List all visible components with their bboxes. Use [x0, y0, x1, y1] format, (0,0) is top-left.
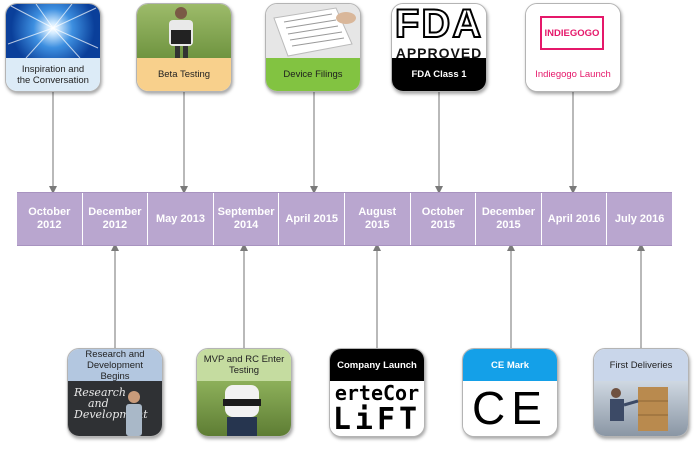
indiegogo-logo-text: INDIEGOGO [540, 16, 604, 50]
milestone-card-ce-mark: CE Mark CE [462, 348, 558, 437]
milestone-card-research: Research and Development Begins Research… [67, 348, 163, 437]
person-icon [126, 391, 142, 436]
delivery-person-icon [610, 387, 668, 431]
timeline-segment: April 2016 [542, 193, 608, 245]
person-icon [169, 7, 193, 58]
chalkboard-line: Development [74, 408, 148, 421]
document-icon [273, 7, 356, 57]
milestone-label: Indiegogo Launch [526, 58, 620, 91]
milestone-label: First Deliveries [594, 349, 688, 381]
milestone-card-beta-testing: Beta Testing [136, 3, 232, 92]
milestone-label: MVP and RC Enter Testing [197, 349, 291, 381]
beta-tester-photo [137, 4, 231, 58]
fda-logo: FDA APPROVED [392, 3, 486, 61]
milestone-card-indiegogo: INDIEGOGO Indiegogo Launch [525, 3, 621, 92]
timeline-segment: July 2016 [614, 212, 665, 225]
milestone-label: CE Mark [463, 349, 557, 381]
company-logo-bottom: LiFT [332, 402, 422, 437]
company-logo-top: erteCor [334, 381, 420, 405]
milestone-card-inspiration: Inspiration and the Conversation [5, 3, 101, 92]
delivery-photo [594, 381, 688, 436]
timeline-segment: December 2012 [83, 193, 149, 245]
mvp-tester-photo [197, 381, 291, 436]
milestone-label: Company Launch [330, 349, 424, 381]
ce-mark-logo: CE [463, 381, 557, 436]
milestone-label: Beta Testing [137, 58, 231, 91]
fda-approved-text: APPROVED [395, 45, 483, 61]
milestone-label: FDA Class 1 [392, 58, 486, 91]
timeline-segment: August 2015 [345, 193, 411, 245]
chalkboard-line: and [88, 397, 109, 410]
milestone-label: Inspiration and the Conversation [6, 58, 100, 91]
fda-logo-text: FDA [394, 3, 484, 47]
timeline-segment: May 2013 [148, 193, 214, 245]
timeline-bar: October 2012 December 2012 May 2013 Sept… [17, 192, 672, 246]
milestone-card-device-filings: Device Filings [265, 3, 361, 92]
milestone-card-company-launch: Company Launch erteCor LiFT [329, 348, 425, 437]
timeline-segment: October 2012 [17, 193, 83, 245]
timeline-segment: April 2015 [279, 193, 345, 245]
documents-photo [266, 4, 360, 58]
milestone-label: Research and Development Begins [68, 349, 162, 382]
ce-mark-symbol: CE [472, 382, 548, 434]
milestone-card-fda: FDA APPROVED FDA Class 1 [391, 3, 487, 92]
person-icon [223, 385, 261, 436]
chalkboard-line: Research [74, 386, 127, 399]
company-logo: erteCor LiFT [330, 381, 424, 436]
milestone-card-mvp: MVP and RC Enter Testing [196, 348, 292, 437]
timeline-segment: December 2015 [476, 193, 542, 245]
light-burst-image [6, 4, 100, 59]
chalkboard-text: Research and Development [74, 387, 148, 420]
timeline-segment: October 2015 [411, 193, 477, 245]
light-rays-icon [7, 4, 99, 59]
chalkboard-photo: Research and Development [68, 381, 162, 436]
milestone-label: Device Filings [266, 58, 360, 91]
milestone-card-first-deliveries: First Deliveries [593, 348, 689, 437]
indiegogo-logo: INDIEGOGO [526, 4, 620, 58]
timeline-segment: September 2014 [214, 193, 280, 245]
